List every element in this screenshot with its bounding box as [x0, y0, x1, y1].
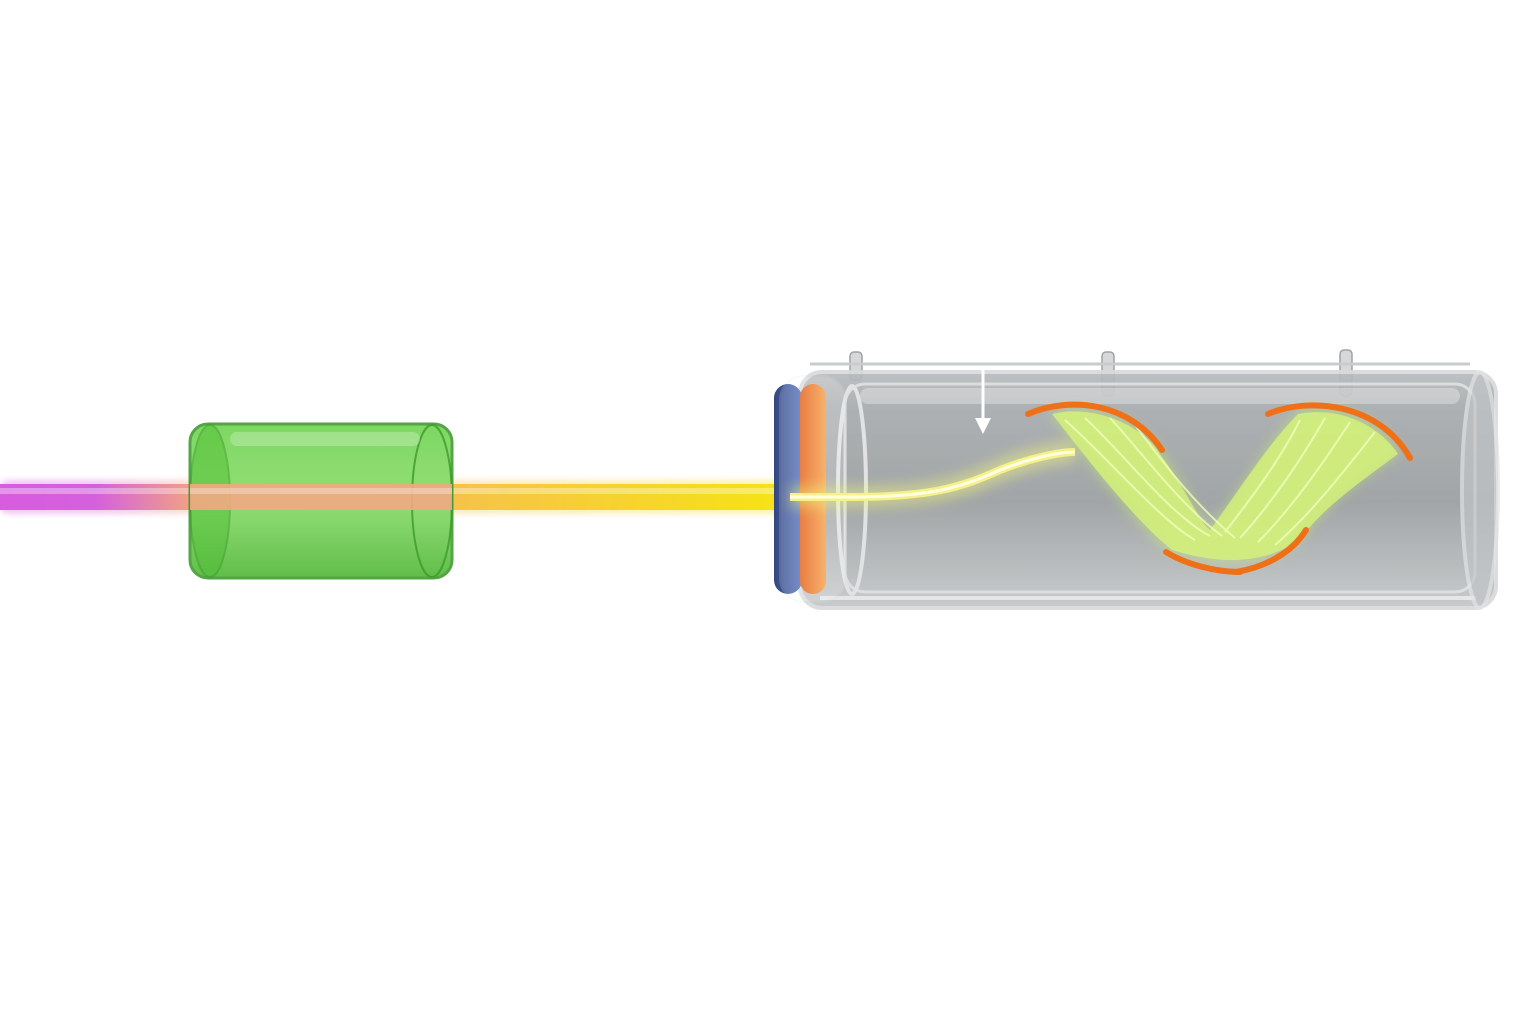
electrodes [1025, 401, 1413, 575]
beam-through-modulator [190, 484, 452, 510]
chamber-sheen [860, 388, 1460, 404]
electrode-bottom-left [1163, 549, 1243, 575]
chamber-beam [790, 441, 1076, 508]
plasma-streaks [1064, 417, 1376, 546]
plasma-sheet [1050, 408, 1400, 562]
modulator-cylinder [188, 422, 454, 580]
chamber-beam-center [790, 450, 1076, 499]
chamber-right-end [1460, 370, 1500, 610]
plasma-body [1052, 411, 1398, 561]
electrode-bottom-right [1233, 527, 1309, 575]
modulator-sheen [230, 432, 420, 446]
electrode-top-right [1265, 402, 1413, 461]
down-arrow-icon [975, 366, 991, 434]
end-cap-blue [774, 384, 802, 594]
electrode-top-left [1025, 401, 1165, 453]
beam-through-modulator-highlight [190, 488, 452, 494]
glass-chamber [774, 349, 1500, 610]
